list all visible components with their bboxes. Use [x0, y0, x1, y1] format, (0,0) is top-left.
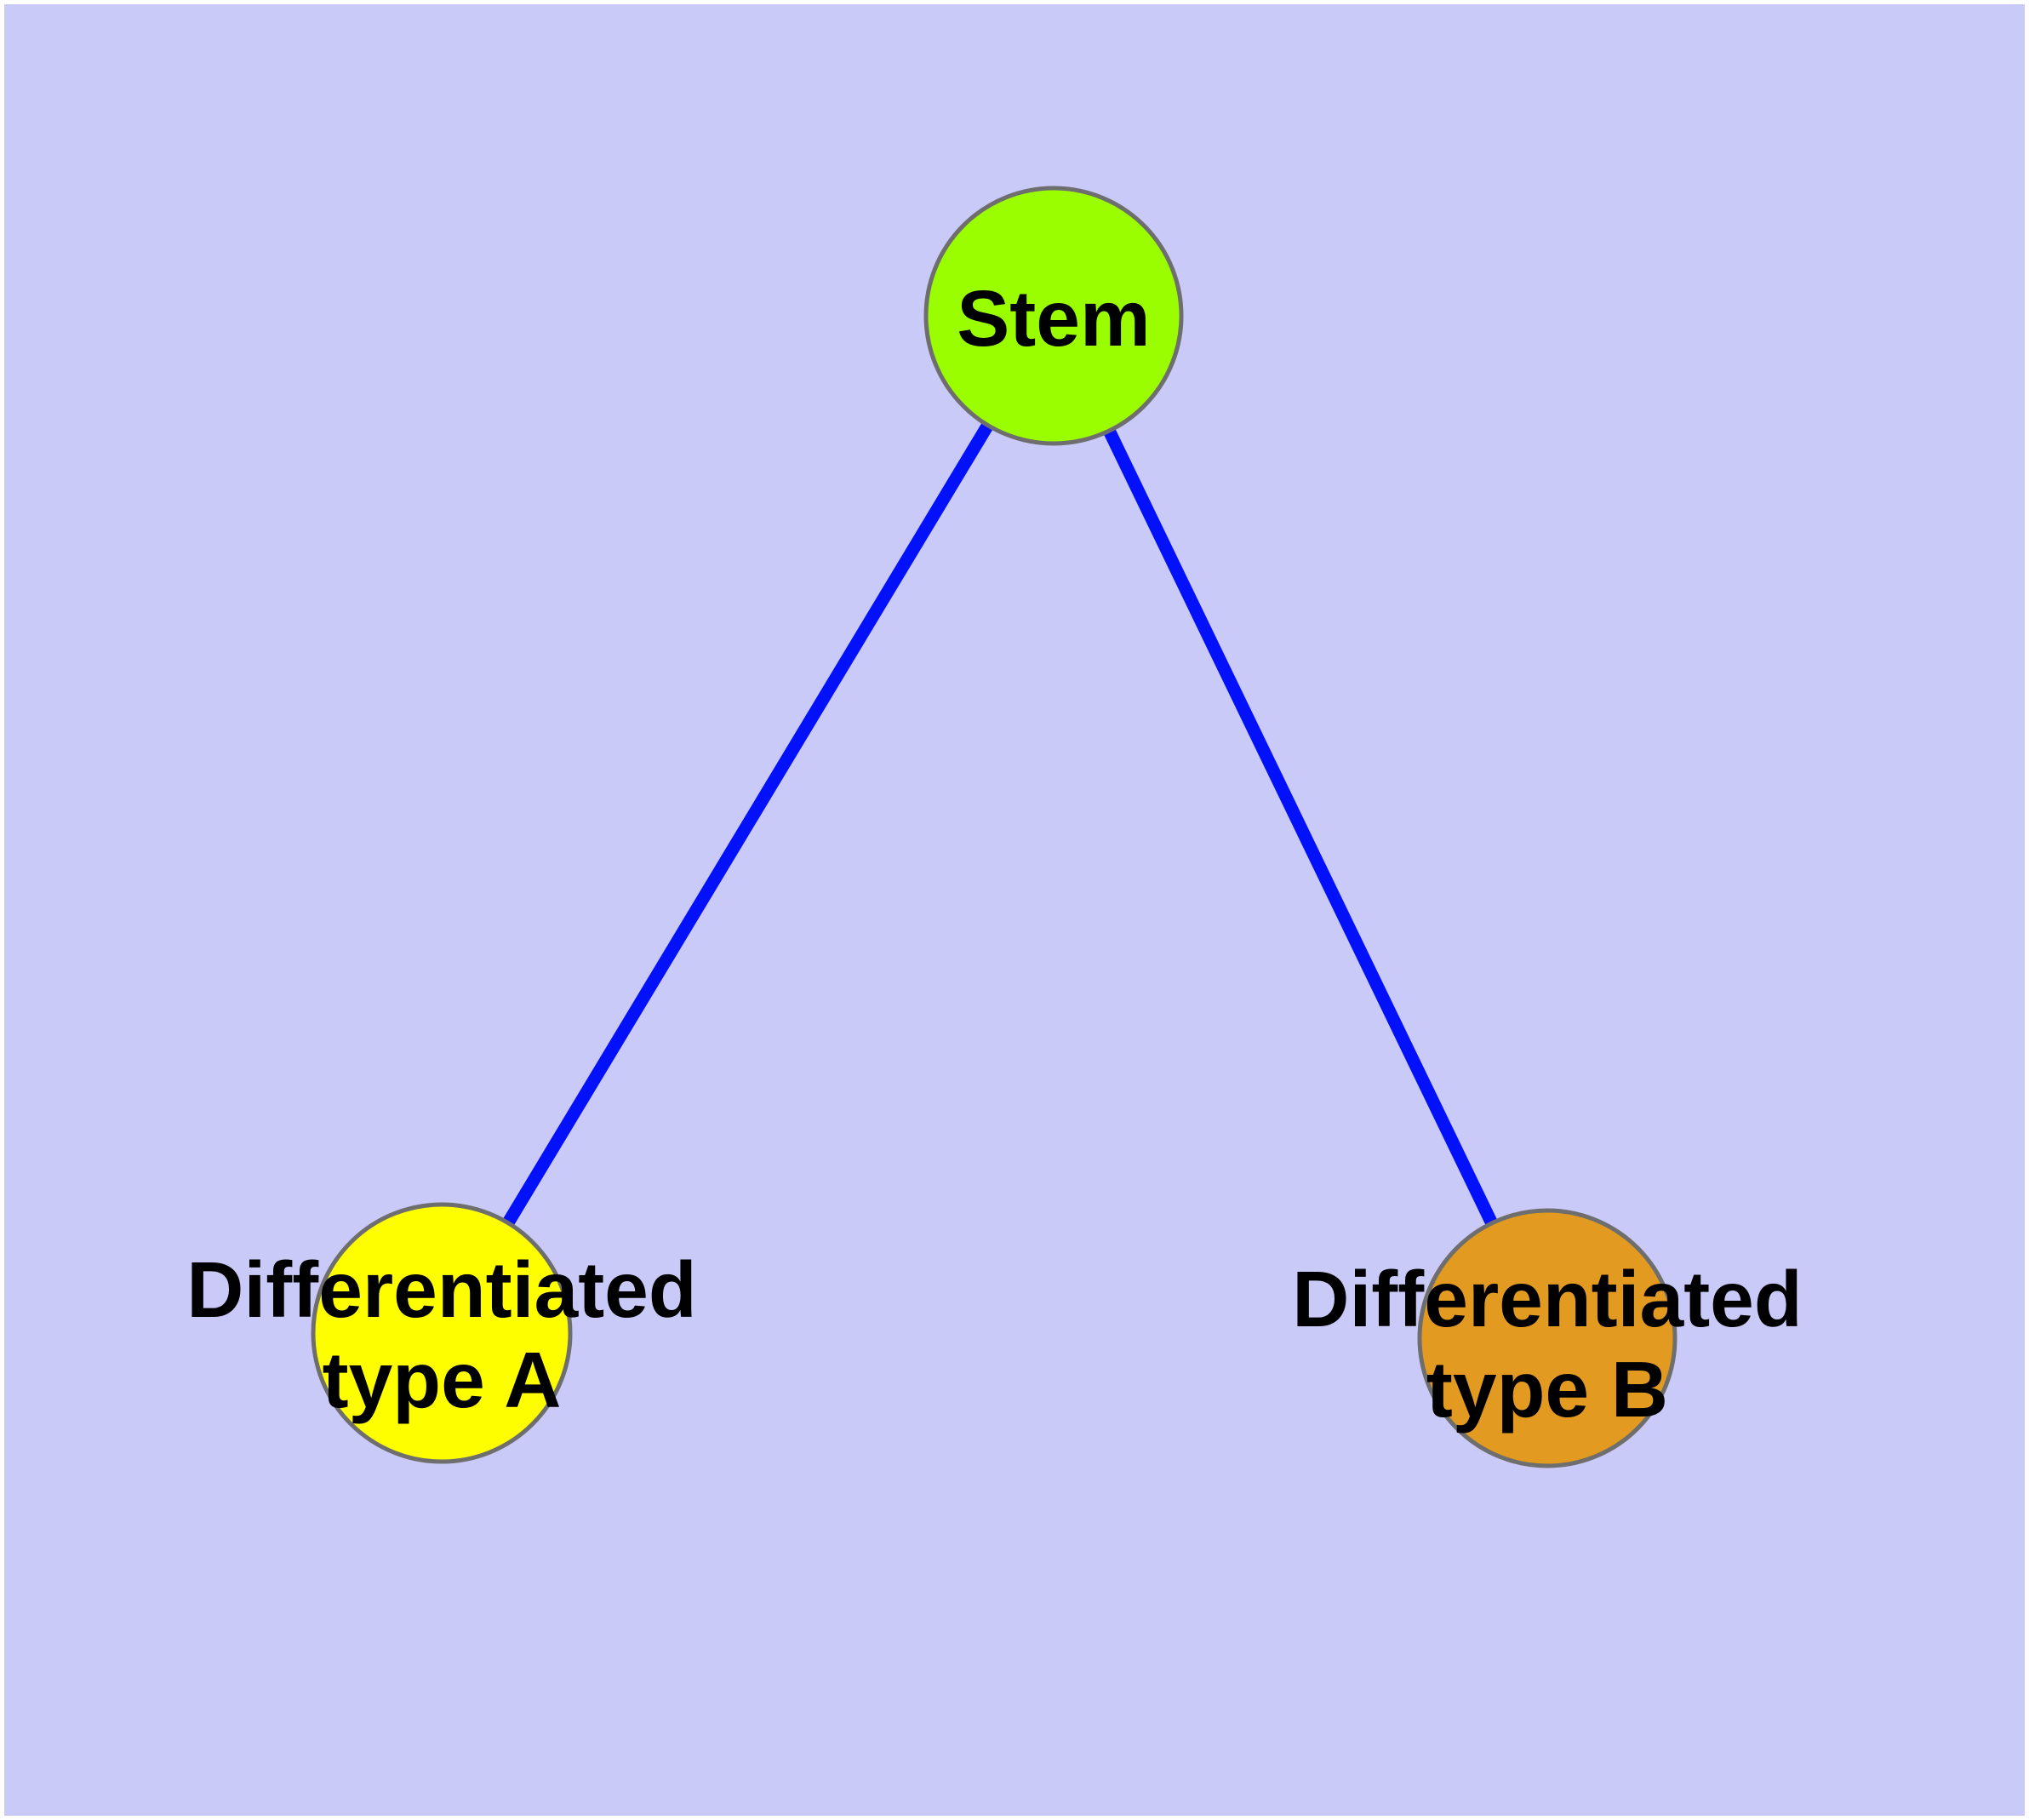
node-type-b-label-line1: Differentiated	[1292, 1255, 1802, 1343]
node-differentiated-type-b	[1417, 1208, 1677, 1468]
node-stem	[923, 186, 1184, 446]
node-differentiated-type-a	[311, 1202, 573, 1464]
node-type-a-label-line2: type A	[323, 1336, 562, 1424]
node-type-a-label-line1: Differentiated	[186, 1245, 696, 1334]
node-stem-label: Stem	[957, 274, 1150, 363]
edge-stem-to-type-b	[1048, 312, 1553, 1342]
edge-stem-to-type-a	[436, 312, 1060, 1336]
node-type-b-label-line2: type B	[1426, 1345, 1668, 1434]
